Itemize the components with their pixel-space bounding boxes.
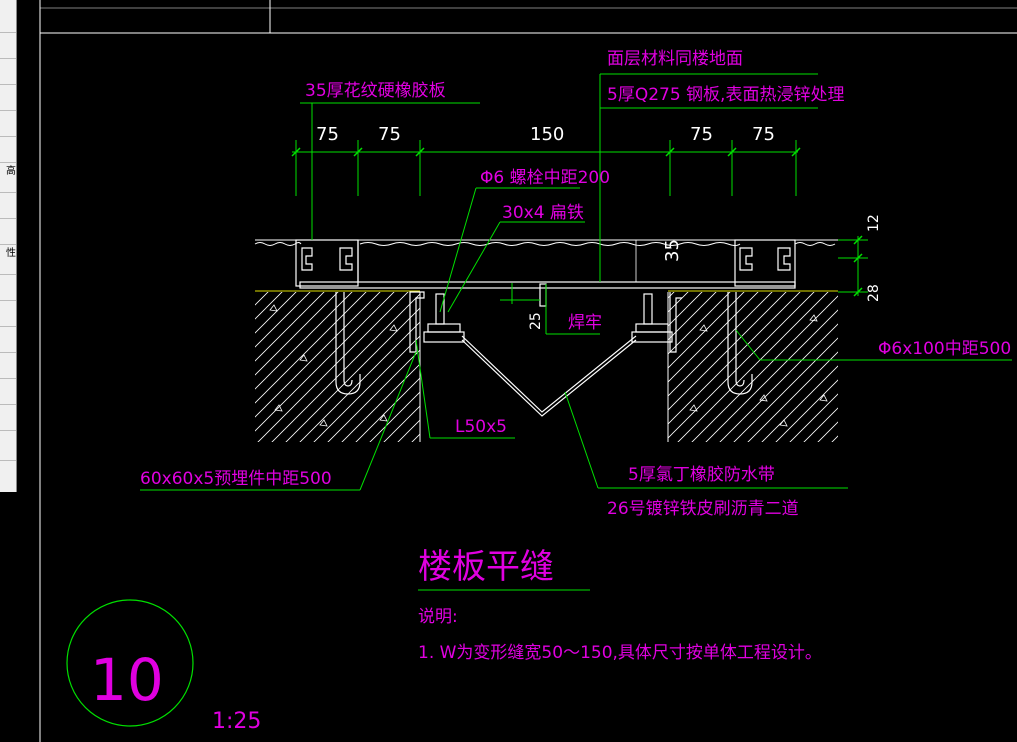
label-embedded: 60x60x5预埋件中距500 bbox=[140, 469, 332, 489]
detail-marker: 10 1:25 bbox=[66, 599, 261, 734]
label-flat-iron: 30x4 扁铁 bbox=[502, 203, 584, 223]
label-angle: L50x5 bbox=[455, 417, 507, 437]
panel-row bbox=[0, 84, 16, 111]
drawing-frame bbox=[39, 0, 1017, 742]
dim-25: 25 bbox=[528, 312, 544, 330]
panel-row bbox=[0, 352, 16, 379]
panel-row bbox=[0, 192, 16, 219]
detail-circle bbox=[66, 599, 194, 727]
label-waterstop: 5厚氯丁橡胶防水带 bbox=[628, 465, 775, 485]
note-1: 1. W为变形缝宽50～150,具体尺寸按单体工程设计。 bbox=[418, 643, 822, 663]
panel-row bbox=[0, 218, 16, 245]
label-galvanized: 26号镀锌铁皮刷沥青二道 bbox=[607, 499, 799, 519]
dimension-ticks bbox=[291, 147, 863, 297]
embedded-angles bbox=[335, 291, 753, 395]
dimension-texts: 75 75 150 75 75 35 12 28 25 bbox=[316, 124, 882, 330]
concrete-slab-right bbox=[667, 292, 838, 442]
detail-number: 10 bbox=[90, 646, 164, 714]
dim-12: 12 bbox=[866, 214, 882, 232]
panel-row bbox=[0, 430, 16, 461]
waterstop-v bbox=[461, 335, 637, 417]
bolts bbox=[423, 283, 673, 343]
label-rubber-plate: 35厚花纹硬橡胶板 bbox=[305, 81, 446, 101]
leader-lines bbox=[140, 73, 1012, 591]
panel-row bbox=[0, 58, 16, 85]
dim-75-b: 75 bbox=[378, 124, 401, 145]
dim-75-c: 75 bbox=[690, 124, 713, 145]
panel-row bbox=[0, 136, 16, 163]
dim-75-d: 75 bbox=[752, 124, 775, 145]
label-surface-material: 面层材料同楼地面 bbox=[607, 49, 743, 69]
panel-row bbox=[0, 32, 16, 59]
dim-150: 150 bbox=[530, 124, 564, 145]
label-steel-plate: 5厚Q275 钢板,表面热浸锌处理 bbox=[607, 85, 844, 105]
label-weld: 焊牢 bbox=[568, 313, 602, 333]
title-block: 楼板平缝 说明: 1. W为变形缝宽50～150,具体尺寸按单体工程设计。 bbox=[418, 547, 822, 663]
panel-row bbox=[0, 110, 16, 137]
rubber-profiles bbox=[295, 239, 796, 287]
panel-row bbox=[0, 326, 16, 353]
dimension-lines bbox=[292, 140, 868, 334]
dim-35: 35 bbox=[662, 239, 683, 262]
label-bolt: Φ6 螺栓中距200 bbox=[480, 168, 610, 188]
panel-row bbox=[0, 274, 16, 301]
floor-finish bbox=[254, 239, 840, 246]
detail-scale: 1:25 bbox=[212, 709, 261, 734]
label-anchor: Φ6x100中距500 bbox=[878, 339, 1011, 359]
panel-row bbox=[0, 404, 16, 431]
dim-28: 28 bbox=[866, 284, 882, 302]
dim-75-a: 75 bbox=[316, 124, 339, 145]
panel-row bbox=[0, 0, 16, 33]
panel-row bbox=[0, 300, 16, 327]
panel-row bbox=[0, 378, 16, 405]
drawing-title: 楼板平缝 bbox=[418, 547, 554, 587]
aggregate-marks bbox=[269, 304, 828, 427]
panel-fragment-2: 性 bbox=[0, 244, 16, 275]
steel-cover-plate bbox=[299, 240, 796, 289]
concrete-slab-left bbox=[255, 292, 421, 442]
left-property-panel: 高 性 bbox=[0, 0, 17, 492]
panel-fragment-1: 高 bbox=[0, 162, 16, 193]
annotation-texts: 面层材料同楼地面 5厚Q275 钢板,表面热浸锌处理 35厚花纹硬橡胶板 Φ6 … bbox=[140, 49, 1011, 519]
notes-heading: 说明: bbox=[418, 607, 458, 627]
